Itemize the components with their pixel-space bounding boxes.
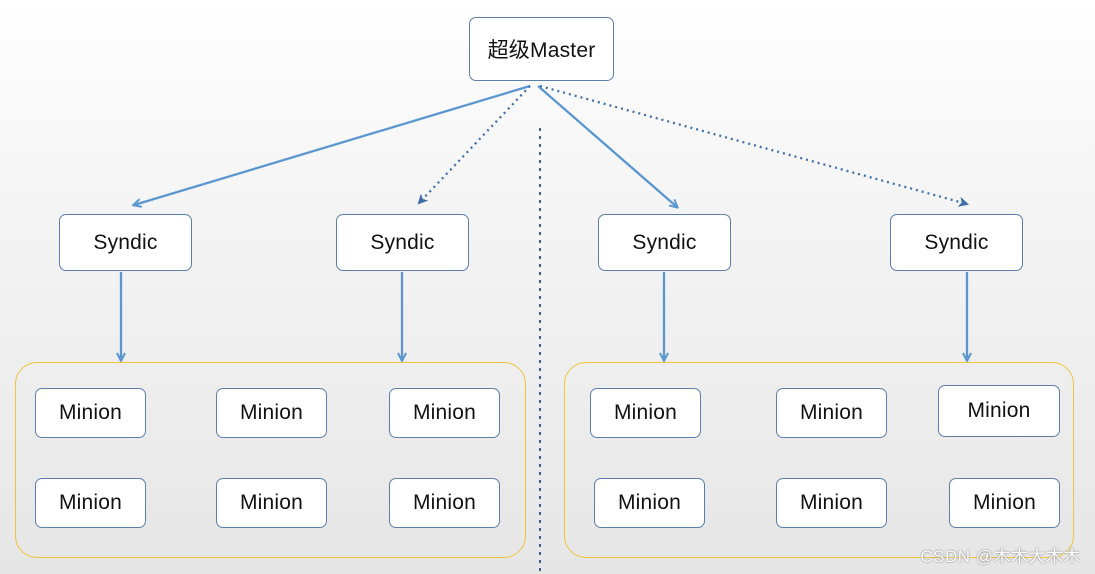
minion-node: Minion bbox=[590, 388, 701, 438]
minion-label: Minion bbox=[967, 399, 1031, 422]
syndic-node-4: Syndic bbox=[890, 214, 1023, 271]
minion-label: Minion bbox=[972, 491, 1037, 514]
syndic-node-3: Syndic bbox=[598, 214, 731, 271]
minion-node: Minion bbox=[949, 478, 1060, 528]
minion-node: Minion bbox=[389, 478, 500, 528]
minion-label: Minion bbox=[412, 491, 477, 514]
minion-label: Minion bbox=[799, 401, 864, 424]
minion-node: Minion bbox=[35, 388, 146, 438]
minion-node: Minion bbox=[938, 385, 1060, 437]
syndic-label: Syndic bbox=[93, 230, 158, 254]
minion-node: Minion bbox=[776, 388, 887, 438]
csdn-watermark: CSDN @木木大木木 bbox=[920, 547, 1081, 566]
minion-label: Minion bbox=[239, 491, 304, 514]
master-node: 超级Master bbox=[469, 17, 614, 81]
minion-label: Minion bbox=[412, 401, 477, 424]
arrow-master-to-syndic-1 bbox=[134, 84, 531, 205]
minion-node: Minion bbox=[776, 478, 887, 528]
minion-label: Minion bbox=[239, 401, 304, 424]
arrow-master-to-syndic-3 bbox=[537, 85, 677, 207]
minion-label: Minion bbox=[617, 491, 682, 514]
minion-label: Minion bbox=[58, 401, 123, 424]
minion-node: Minion bbox=[389, 388, 500, 438]
minion-label: Minion bbox=[799, 491, 864, 514]
syndic-label: Syndic bbox=[924, 230, 989, 254]
dotted-arrow-master-to-syndic-4 bbox=[539, 84, 967, 204]
syndic-node-1: Syndic bbox=[59, 214, 192, 271]
syndic-label: Syndic bbox=[632, 230, 697, 254]
minion-node: Minion bbox=[35, 478, 146, 528]
syndic-label: Syndic bbox=[370, 230, 435, 254]
minion-node: Minion bbox=[216, 478, 327, 528]
minion-group-left bbox=[15, 362, 526, 558]
minion-label: Minion bbox=[58, 491, 123, 514]
master-label: 超级Master bbox=[487, 39, 596, 62]
minion-label: Minion bbox=[613, 401, 678, 424]
syndic-node-2: Syndic bbox=[336, 214, 469, 271]
minion-node: Minion bbox=[594, 478, 705, 528]
minion-node: Minion bbox=[216, 388, 327, 438]
minion-group-right bbox=[564, 362, 1074, 558]
